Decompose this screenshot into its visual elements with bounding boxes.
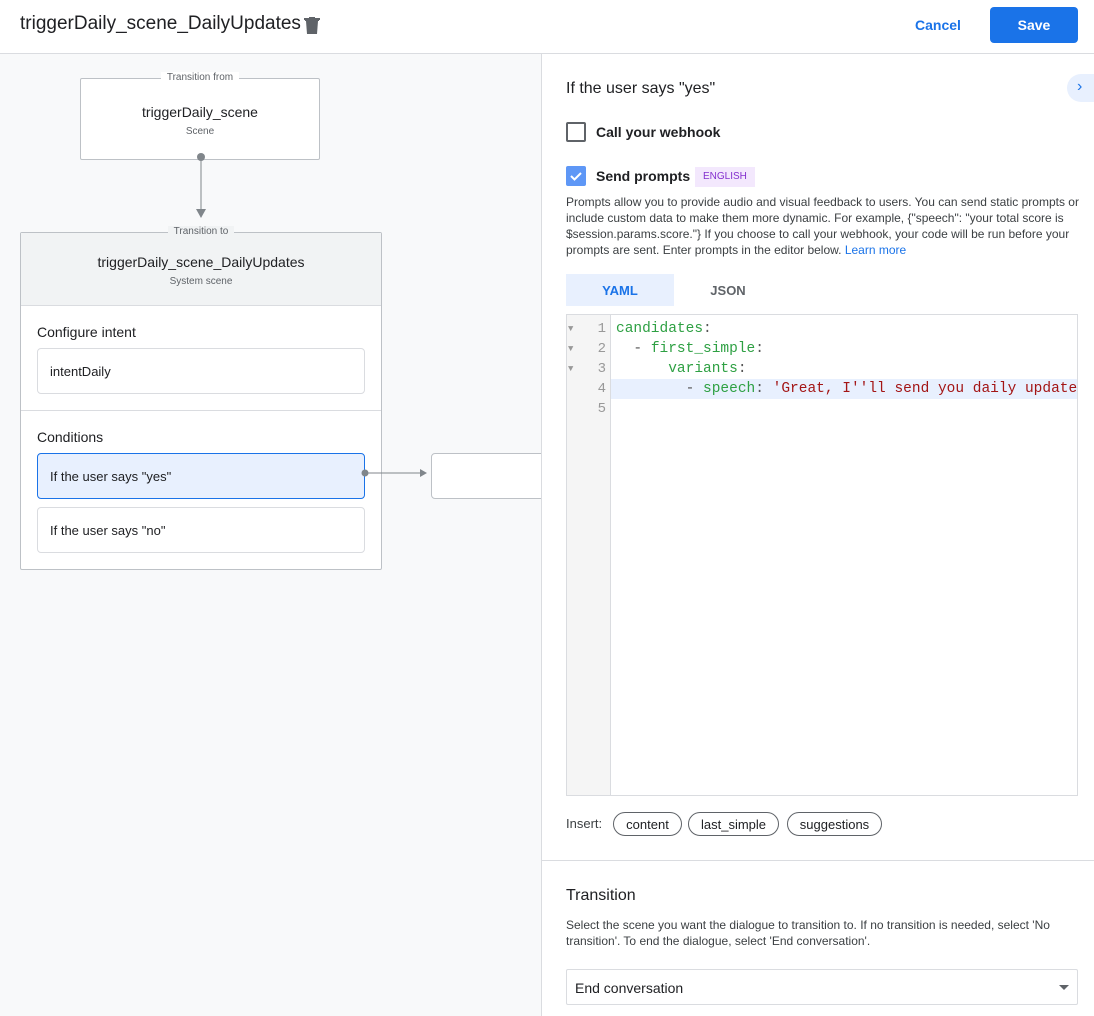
condition-connector xyxy=(361,469,427,477)
code-token xyxy=(616,361,668,377)
transition-selected: End conversation xyxy=(575,980,684,996)
code-line: candidates: xyxy=(616,319,1077,339)
line-number: ▼1 xyxy=(568,321,606,337)
legend: Transition to xyxy=(167,226,235,237)
line-number: ▼2 xyxy=(568,341,606,357)
code-token: : xyxy=(703,321,712,337)
webhook-label: Call your webhook xyxy=(596,124,721,140)
empty-transition-target[interactable] xyxy=(431,453,541,499)
condition-panel: › If the user says "yes" Call your webho… xyxy=(542,54,1094,1016)
header: triggerDaily_scene_DailyUpdates Cancel S… xyxy=(0,0,1094,54)
transition-to-card: Transition to triggerDaily_scene_DailyUp… xyxy=(20,226,382,570)
transition-description: Select the scene you want the dialogue t… xyxy=(566,918,1050,948)
line-number: ▼3 xyxy=(568,361,606,377)
code-token: : xyxy=(755,381,773,397)
cancel-button[interactable]: Cancel xyxy=(915,17,961,33)
scene-name: triggerDaily_scene_DailyUpdates xyxy=(97,254,305,270)
insert-chip-suggestions[interactable]: suggestions xyxy=(787,812,882,836)
tab-yaml[interactable]: YAML xyxy=(566,274,674,306)
intent-item[interactable]: intentDaily xyxy=(37,348,365,394)
code-token: variants xyxy=(668,361,738,377)
conditions-heading: Conditions xyxy=(37,429,104,445)
scene-name: triggerDaily_scene xyxy=(142,104,258,120)
code-editor[interactable]: ▼1 ▼2 ▼3 4 5 candidates: - first_simple: var… xyxy=(566,314,1078,796)
collapse-panel-chevron-icon[interactable]: › xyxy=(1067,74,1094,102)
code-line: variants: xyxy=(616,359,1077,379)
code-token: : xyxy=(737,361,747,377)
scene-type: Scene xyxy=(185,126,215,137)
scene-canvas: Transition from triggerDaily_scene Scene… xyxy=(0,54,542,1016)
code-token: candidates xyxy=(616,321,704,337)
delete-icon[interactable] xyxy=(304,15,320,35)
scene-type: System scene xyxy=(169,276,233,287)
insert-chip-last-simple[interactable]: last_simple xyxy=(688,812,779,836)
page-title: triggerDaily_scene_DailyUpdates xyxy=(20,13,301,34)
code-token: first_simple xyxy=(650,341,756,357)
fold-icon[interactable]: ▼ xyxy=(568,324,574,334)
configure-intent-heading: Configure intent xyxy=(37,324,136,340)
condition-no[interactable]: If the user says "no" xyxy=(37,507,365,553)
prompts-description: Prompts allow you to provide audio and v… xyxy=(566,194,1086,258)
code-token: : xyxy=(755,341,764,357)
tab-json[interactable]: JSON xyxy=(710,282,746,298)
line-number: 4 xyxy=(597,381,606,397)
code-token: - xyxy=(616,341,651,357)
connector-arrow xyxy=(196,153,206,218)
line-number: 5 xyxy=(597,401,606,417)
code-line: - first_simple: xyxy=(616,339,1077,359)
condition-yes[interactable]: If the user says "yes" xyxy=(37,453,365,499)
fold-icon[interactable]: ▼ xyxy=(568,364,574,374)
code-token: 'Great, I''ll send you daily updates. xyxy=(772,381,1078,397)
insert-label: Insert: xyxy=(566,816,603,831)
fold-icon[interactable]: ▼ xyxy=(568,344,574,354)
webhook-checkbox[interactable] xyxy=(566,122,586,142)
transition-from-card[interactable]: Transition from triggerDaily_scene Scene xyxy=(80,72,320,160)
legend: Transition from xyxy=(160,72,240,83)
transition-select[interactable]: End conversation xyxy=(566,969,1078,1005)
send-prompts-checkbox[interactable] xyxy=(566,166,586,186)
send-prompts-label: Send prompts xyxy=(596,168,691,184)
insert-chip-content[interactable]: content xyxy=(613,812,682,836)
transition-heading: Transition xyxy=(566,887,636,904)
code-line: - speech: 'Great, I''ll send you daily u… xyxy=(616,379,1078,399)
panel-heading: If the user says "yes" xyxy=(566,80,716,97)
code-token: - xyxy=(616,381,704,397)
description-text: Prompts allow you to provide audio and v… xyxy=(566,195,1079,257)
language-badge: ENGLISH xyxy=(695,167,755,187)
code-token: speech xyxy=(703,381,756,397)
save-button[interactable]: Save xyxy=(990,7,1078,43)
learn-more-link[interactable]: Learn more xyxy=(844,243,907,257)
dropdown-arrow-icon xyxy=(1059,985,1069,995)
check-icon xyxy=(570,172,582,181)
code-line xyxy=(616,399,1077,419)
